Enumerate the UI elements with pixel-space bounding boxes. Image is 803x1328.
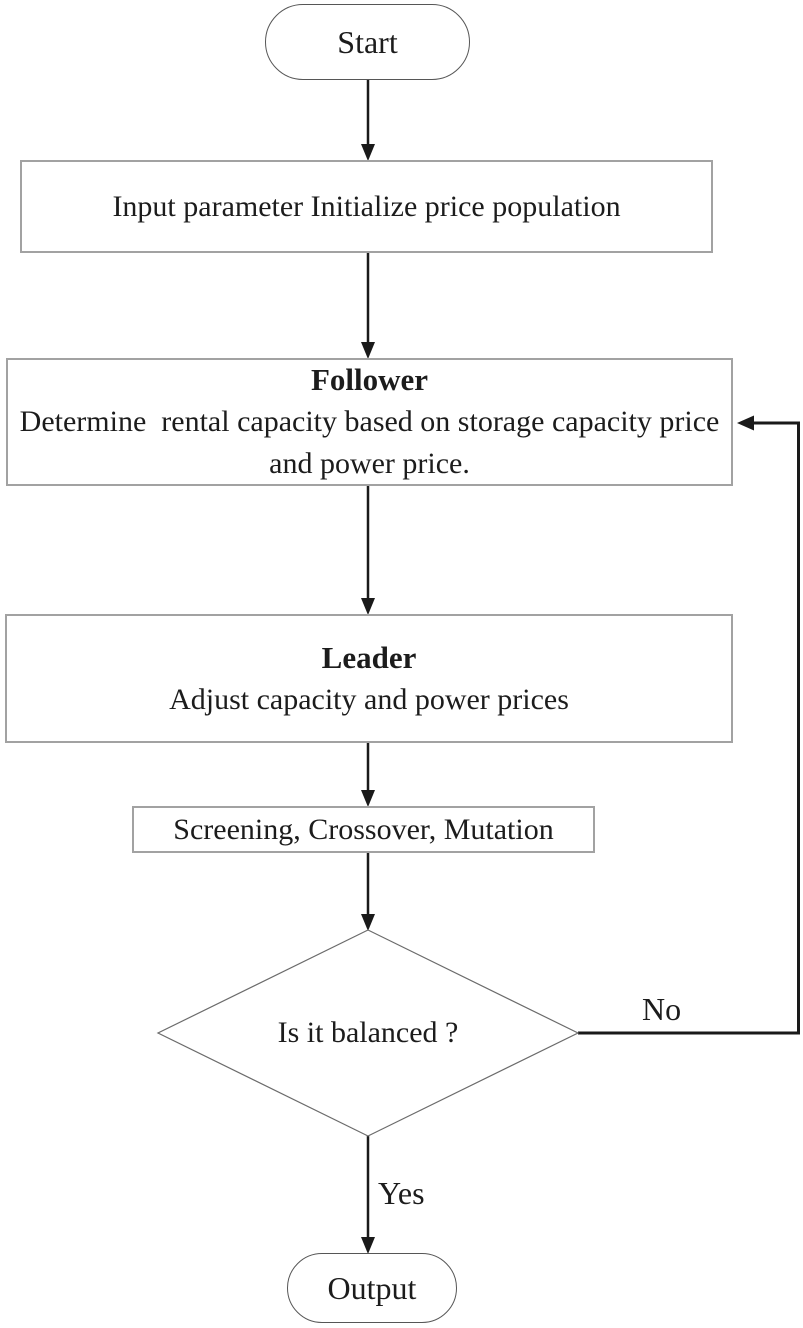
- follower-title: Follower: [310, 362, 429, 397]
- leader-body: Adjust capacity and power prices: [169, 682, 569, 716]
- genetic-operations-node: Screening, Crossover, Mutation: [132, 806, 595, 853]
- decision-node-label: Is it balanced ?: [277, 1016, 459, 1049]
- leader-node: Leader Adjust capacity and power prices: [5, 614, 733, 743]
- output-label: Output: [327, 1269, 417, 1306]
- arrowhead-into-leader: [361, 598, 375, 615]
- input-parameter-node: Input parameter Initialize price populat…: [20, 160, 713, 253]
- arrowhead-into-decision: [361, 914, 375, 931]
- arrowhead-into-follower: [361, 342, 375, 359]
- start-label: Start: [337, 23, 398, 60]
- arrowhead-into-output: [361, 1237, 375, 1254]
- input-parameter-label: Input parameter Initialize price populat…: [112, 189, 621, 223]
- follower-body: Determine rental capacity based on stora…: [19, 405, 727, 480]
- follower-node: Follower Determine rental capacity based…: [6, 358, 733, 486]
- start-node: Start: [265, 4, 470, 80]
- arrowhead-feedback-into-follower: [737, 415, 754, 431]
- no-branch-label: No: [642, 991, 682, 1027]
- leader-title: Leader: [321, 639, 417, 675]
- arrowhead-into-genetic: [361, 790, 375, 807]
- decision-diamond: [156, 929, 580, 1137]
- yes-branch-label: Yes: [378, 1175, 425, 1211]
- genetic-operations-label: Screening, Crossover, Mutation: [173, 812, 554, 846]
- output-node: Output: [287, 1253, 457, 1323]
- edge-no-feedback: [578, 421, 800, 1035]
- arrowhead-into-input: [361, 144, 375, 161]
